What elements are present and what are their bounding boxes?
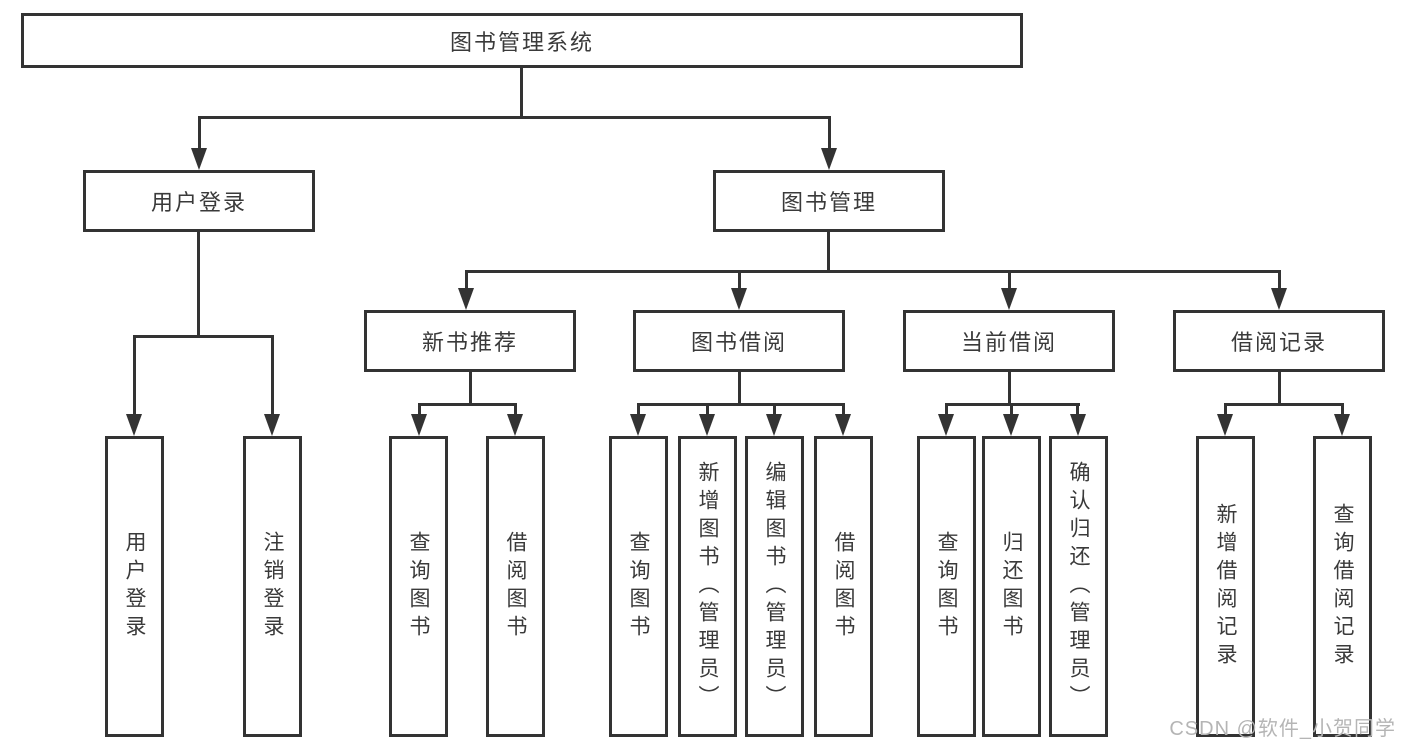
leaf-add-borrow-record: 新增借阅记录: [1196, 436, 1255, 737]
node-library-management-system: 图书管理系统: [21, 13, 1023, 68]
arrowhead-down-icon: [821, 148, 837, 170]
connector-line: [197, 232, 200, 338]
arrowhead-down-icon: [126, 414, 142, 436]
leaf-query-books-2: 查询图书: [609, 436, 668, 737]
connector-line: [637, 403, 845, 406]
connector-line: [773, 403, 776, 416]
connector-line: [1008, 270, 1011, 290]
connector-line: [1341, 403, 1344, 416]
connector-line: [842, 403, 845, 416]
leaf-label: 确认归还（管理员）: [1067, 460, 1090, 713]
connector-line: [1008, 372, 1011, 406]
leaf-user-login: 用户登录: [105, 436, 164, 737]
connector-line: [465, 270, 1281, 273]
connector-line: [1278, 270, 1281, 290]
leaf-label: 用户登录: [123, 530, 146, 643]
leaf-borrow-books-2: 借阅图书: [814, 436, 873, 737]
leaf-confirm-return-admin: 确认归还（管理员）: [1049, 436, 1108, 737]
leaf-label: 新增图书（管理员）: [696, 460, 719, 713]
arrowhead-down-icon: [264, 414, 280, 436]
node-label: 图书借阅: [690, 330, 787, 355]
leaf-label: 编辑图书（管理员）: [763, 460, 786, 713]
connector-line: [1224, 403, 1344, 406]
connector-line: [465, 270, 468, 290]
arrowhead-down-icon: [411, 414, 427, 436]
leaf-label: 查询图书: [935, 530, 958, 643]
node-label: 新书推荐: [421, 330, 518, 355]
leaf-label: 新增借阅记录: [1214, 502, 1237, 671]
leaf-label: 归还图书: [1000, 530, 1023, 643]
leaf-query-borrow-record: 查询借阅记录: [1313, 436, 1372, 737]
connector-line: [1224, 403, 1227, 416]
leaf-edit-books-admin: 编辑图书（管理员）: [745, 436, 804, 737]
node-label: 图书管理系统: [449, 29, 594, 55]
connector-line: [418, 403, 421, 416]
connector-line: [1010, 403, 1013, 416]
node-current-borrowing: 当前借阅: [903, 310, 1115, 372]
connector-line: [738, 270, 741, 290]
leaf-label: 借阅图书: [504, 530, 527, 643]
leaf-logout: 注销登录: [243, 436, 302, 737]
node-user-login: 用户登录: [83, 170, 315, 232]
arrowhead-down-icon: [1003, 414, 1019, 436]
leaf-label: 注销登录: [261, 530, 284, 643]
arrowhead-down-icon: [1271, 288, 1287, 310]
connector-line: [514, 403, 517, 416]
connector-line: [827, 232, 830, 273]
arrowhead-down-icon: [938, 414, 954, 436]
arrowhead-down-icon: [1001, 288, 1017, 310]
node-label: 借阅记录: [1230, 330, 1327, 355]
leaf-borrow-books-1: 借阅图书: [486, 436, 545, 737]
node-book-management: 图书管理: [713, 170, 945, 232]
connector-line: [133, 335, 274, 338]
arrowhead-down-icon: [766, 414, 782, 436]
connector-line: [1076, 403, 1079, 416]
arrowhead-down-icon: [731, 288, 747, 310]
arrowhead-down-icon: [699, 414, 715, 436]
arrowhead-down-icon: [1217, 414, 1233, 436]
leaf-label: 借阅图书: [832, 530, 855, 643]
connector-line: [828, 116, 831, 150]
connector-line: [706, 403, 709, 416]
leaf-add-books-admin: 新增图书（管理员）: [678, 436, 737, 737]
connector-line: [469, 372, 472, 406]
arrowhead-down-icon: [1334, 414, 1350, 436]
node-book-borrowing: 图书借阅: [633, 310, 845, 372]
connector-line: [198, 116, 201, 150]
leaf-label: 查询借阅记录: [1331, 502, 1354, 671]
node-new-book-recommendation: 新书推荐: [364, 310, 576, 372]
connector-line: [637, 403, 640, 416]
node-label: 图书管理: [780, 190, 877, 215]
connector-line: [738, 372, 741, 406]
node-borrowing-records: 借阅记录: [1173, 310, 1385, 372]
connector-line: [418, 403, 517, 406]
arrowhead-down-icon: [507, 414, 523, 436]
leaf-query-books-1: 查询图书: [389, 436, 448, 737]
arrowhead-down-icon: [458, 288, 474, 310]
leaf-query-books-3: 查询图书: [917, 436, 976, 737]
arrowhead-down-icon: [835, 414, 851, 436]
node-label: 用户登录: [150, 190, 247, 215]
leaf-label: 查询图书: [407, 530, 430, 643]
connector-line: [1278, 372, 1281, 406]
arrowhead-down-icon: [630, 414, 646, 436]
connector-line: [198, 116, 831, 119]
node-label: 当前借阅: [960, 330, 1057, 355]
csdn-watermark: CSDN @软件_小贺同学: [1169, 718, 1396, 740]
connector-line: [271, 335, 274, 415]
connector-line: [133, 335, 136, 415]
connector-line: [945, 403, 948, 416]
connector-line: [520, 68, 523, 118]
leaf-label: 查询图书: [627, 530, 650, 643]
arrowhead-down-icon: [191, 148, 207, 170]
leaf-return-books: 归还图书: [982, 436, 1041, 737]
arrowhead-down-icon: [1070, 414, 1086, 436]
